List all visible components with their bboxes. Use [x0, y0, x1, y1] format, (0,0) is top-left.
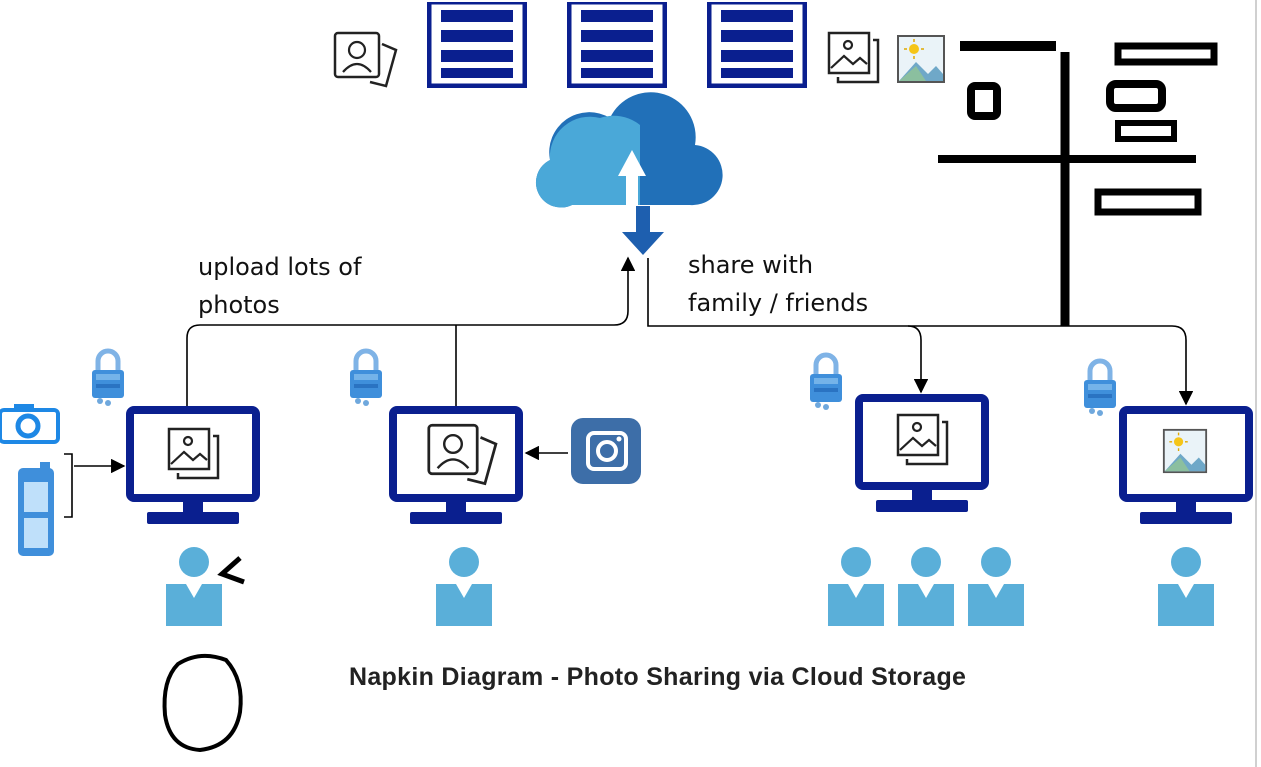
upload-label-line-1: upload lots of [198, 253, 362, 281]
landscape-image-icon-top [897, 35, 945, 83]
instagram-icon [571, 418, 641, 484]
share-label-line-1: share with [688, 251, 814, 279]
upload-arrow [186, 256, 636, 408]
mobile-phone-icon [18, 462, 54, 556]
share-label: share with family / friends [688, 246, 868, 322]
padlock-icon-4 [1084, 361, 1116, 416]
share-label-line-2: family / friends [688, 289, 869, 317]
storage-rack-icon-3 [709, 2, 805, 86]
padlock-icon-2 [350, 351, 382, 406]
share-arrow-middle [907, 325, 929, 394]
photo-gallery-icon-top [827, 31, 880, 84]
cloud-sync-icon [535, 92, 723, 255]
user-icon-6 [1158, 547, 1214, 626]
upload-label: upload lots of photos [198, 248, 361, 324]
landscape-image-icon-screen-4 [1162, 428, 1208, 474]
diagram-title: Napkin Diagram - Photo Sharing via Cloud… [349, 663, 967, 691]
photo-gallery-icon-screen-3 [896, 413, 949, 466]
handwritten-scribbles [162, 41, 1218, 753]
storage-rack-icon-2 [569, 2, 665, 86]
user-icon-5 [968, 547, 1024, 626]
user-icon-4 [898, 547, 954, 626]
share-arrow-right [647, 258, 1194, 406]
portrait-photos-icon-screen-2 [427, 423, 498, 485]
storage-rack-icon-1 [429, 2, 525, 86]
portrait-photos-icon-top [333, 31, 398, 88]
camera-icon [0, 404, 60, 444]
device-bracket [64, 453, 73, 518]
padlock-icon-3 [810, 355, 842, 410]
user-icon-1 [166, 547, 222, 626]
user-icon-2 [436, 547, 492, 626]
padlock-icon-1 [92, 351, 124, 406]
upload-label-line-2: photos [198, 291, 280, 319]
user-icon-3 [828, 547, 884, 626]
photo-gallery-icon-screen-1 [167, 427, 220, 480]
